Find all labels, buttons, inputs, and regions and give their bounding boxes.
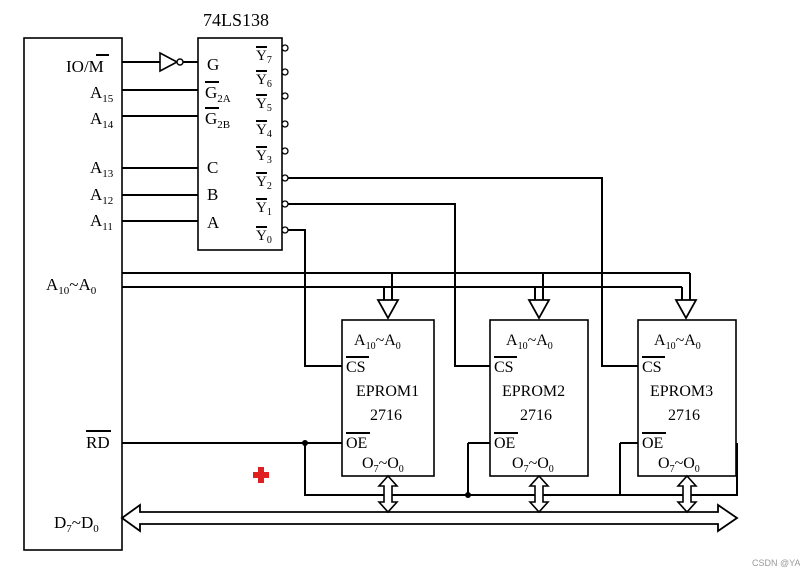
y1-label: Y1 <box>256 200 272 218</box>
y7-label: Y7 <box>256 48 272 66</box>
y2-label: Y2 <box>256 174 272 192</box>
address-bus <box>122 272 691 300</box>
decoder-g2a-input: G2A <box>205 83 231 105</box>
y0-label: Y0 <box>256 228 272 246</box>
chip3-data-link <box>676 474 698 514</box>
chip1-part: 2716 <box>370 407 402 424</box>
address-tap-3 <box>674 299 698 320</box>
a10-a0-label: A10~A0 <box>46 275 97 297</box>
decoder-title: 74LS138 <box>203 10 269 30</box>
y2-bubble <box>281 174 289 182</box>
address-tap-1 <box>376 273 400 320</box>
data-bus-arrow <box>120 503 739 533</box>
decoder-g-input: G <box>207 55 219 74</box>
y2-to-cs3-wire <box>288 177 638 367</box>
a15-label: A15 <box>90 83 114 105</box>
a14-label: A14 <box>90 109 114 131</box>
chip1-cs-label: CS <box>346 359 366 376</box>
address-tap-2 <box>527 273 551 320</box>
y0-bubble <box>281 226 289 234</box>
y1-to-cs2-wire <box>288 203 490 367</box>
y3-bubble <box>281 147 289 155</box>
chip2-data-link <box>528 474 550 514</box>
chip3-cs-label: CS <box>642 359 662 376</box>
chip2-part: 2716 <box>520 407 552 424</box>
y5-bubble <box>281 92 289 100</box>
chip2-oe-label: OE <box>494 435 515 452</box>
chip2-name: EPROM2 <box>502 383 565 400</box>
a13-label: A13 <box>90 158 114 180</box>
oe-junction-dot <box>465 492 471 498</box>
y1-bubble <box>281 200 289 208</box>
chip3-part: 2716 <box>668 407 700 424</box>
y7-bubble <box>281 44 289 52</box>
decoder-block <box>197 37 283 251</box>
chip2-cs-label: CS <box>494 359 514 376</box>
chip1-out-label: O7~O0 <box>362 455 404 475</box>
decoder-c-input: C <box>207 158 218 177</box>
chip3-oe-label: OE <box>642 435 663 452</box>
y3-label: Y3 <box>256 148 272 166</box>
decoder-a-input: A <box>207 213 220 232</box>
y6-label: Y6 <box>256 72 272 90</box>
chip1-oe-label: OE <box>346 435 367 452</box>
io-m-label: IO/M <box>66 57 104 76</box>
rd-label: RD <box>86 433 110 452</box>
a11-label: A11 <box>90 211 113 233</box>
red-cursor-marker <box>253 467 269 483</box>
chip1-addr-label: A10~A0 <box>354 332 401 352</box>
d7-d0-label: D7~D0 <box>54 513 99 535</box>
rd-oe-bus-wire <box>304 443 738 496</box>
decoder-b-input: B <box>207 185 218 204</box>
y6-bubble <box>281 68 289 76</box>
a12-label: A12 <box>90 185 113 207</box>
chip2-out-label: O7~O0 <box>512 455 554 475</box>
eprom-chip-3: A10~A0 CS EPROM3 2716 OE O7~O0 <box>637 319 737 477</box>
inverter-bubble <box>176 58 184 66</box>
cpu-block <box>23 37 123 551</box>
inverter-symbol <box>159 51 179 73</box>
chip2-addr-label: A10~A0 <box>506 332 553 352</box>
y4-bubble <box>281 120 289 128</box>
y4-label: Y4 <box>256 122 272 140</box>
y5-label: Y5 <box>256 96 272 114</box>
decoder-g2b-input: G2B <box>205 109 230 131</box>
y0-to-cs1-wire <box>288 229 342 367</box>
chip3-name: EPROM3 <box>650 383 713 400</box>
decoder-outputs: Y7 Y6 Y5 Y4 Y3 Y2 Y1 Y0 <box>256 44 289 246</box>
chip1-name: EPROM1 <box>356 383 419 400</box>
eprom-chip-1: A10~A0 CS EPROM1 2716 OE O7~O0 <box>341 319 435 477</box>
chip1-data-link <box>377 474 399 514</box>
eprom-chip-2: A10~A0 CS EPROM2 2716 OE O7~O0 <box>489 319 589 477</box>
watermark: CSDN @YAIo <box>752 558 800 568</box>
chip3-out-label: O7~O0 <box>658 455 700 475</box>
chip3-addr-label: A10~A0 <box>654 332 701 352</box>
